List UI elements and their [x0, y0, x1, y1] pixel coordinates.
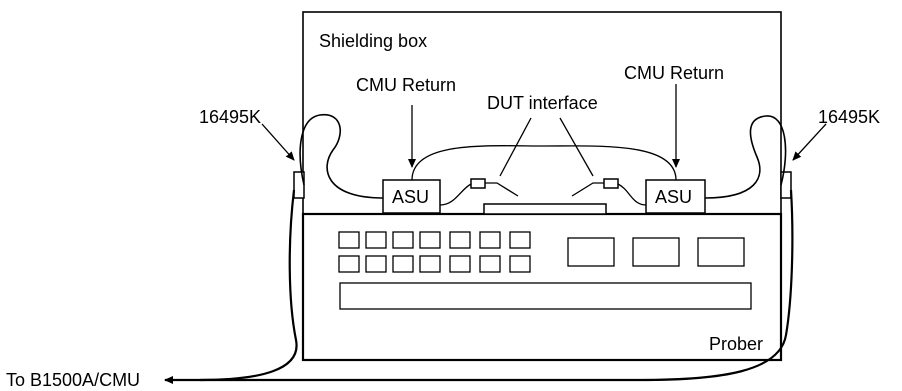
prober-panel-large-buttons — [567, 237, 745, 267]
dut-cable-right-short — [571, 182, 604, 197]
right-inner-cable — [704, 115, 787, 199]
asu-right-box — [645, 179, 706, 214]
dut-interface-plate — [483, 203, 607, 215]
left-inner-cable — [299, 114, 384, 199]
cmu-return-left-label: CMU Return — [356, 75, 456, 95]
prober-panel-small-buttons — [338, 231, 531, 273]
cmu-return-cable — [411, 145, 677, 181]
cable-right-pointer — [792, 123, 827, 161]
cmu-return-right-label: CMU Return — [624, 63, 724, 83]
cable-left-label: 16495K — [199, 107, 261, 127]
cable-right-label: 16495K — [818, 107, 880, 127]
dut-interface-pointer-right — [559, 117, 594, 177]
right-external-cable — [200, 189, 794, 382]
dut-interface-pointer-left — [499, 117, 532, 177]
asu-left-to-dut-cable — [439, 183, 472, 206]
asu-left-label: ASU — [392, 187, 429, 207]
asu-right-to-dut-cable — [617, 183, 647, 206]
dut-connector-right — [603, 178, 619, 189]
dut-interface-label: DUT interface — [487, 93, 598, 113]
to-instrument-label: To B1500A/CMU — [6, 370, 140, 390]
prober-label: Prober — [709, 334, 763, 354]
asu-right-label: ASU — [655, 187, 692, 207]
dut-connector-left — [470, 178, 486, 189]
left-external-cable — [164, 189, 298, 384]
dut-cable-left-short — [485, 182, 519, 197]
cable-left-pointer — [261, 123, 295, 161]
prober-slot — [339, 282, 752, 310]
shielding-box-label: Shielding box — [319, 31, 427, 51]
